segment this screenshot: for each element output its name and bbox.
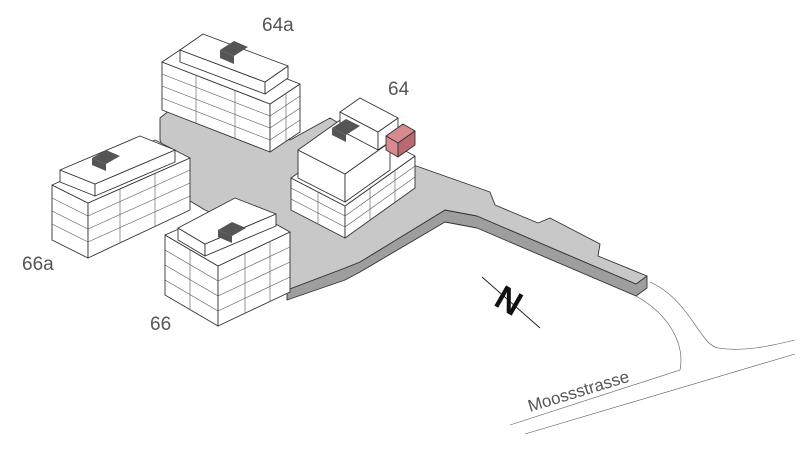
- roof-box-64: [332, 119, 360, 135]
- label-64a: 64a: [262, 15, 294, 36]
- building-66: [164, 197, 291, 327]
- road-lines: [509, 281, 796, 435]
- road-curve: [649, 281, 796, 350]
- road-curve-inner: [509, 295, 682, 426]
- building-66a: [51, 135, 191, 259]
- label-64: 64: [388, 79, 410, 100]
- roof-box-66a: [92, 150, 120, 164]
- street-edge: [524, 353, 796, 435]
- north-arrow-line: [481, 276, 541, 329]
- building-64a: [161, 33, 301, 153]
- roof-box-66: [218, 222, 246, 236]
- roof-box-64a: [220, 41, 248, 56]
- street-label: Moossstrasse: [526, 367, 632, 416]
- north-label: N: [488, 279, 528, 324]
- label-66a: 66a: [22, 254, 54, 275]
- building-64: [290, 97, 416, 239]
- north-arrow: N: [481, 276, 541, 329]
- label-66: 66: [150, 314, 171, 335]
